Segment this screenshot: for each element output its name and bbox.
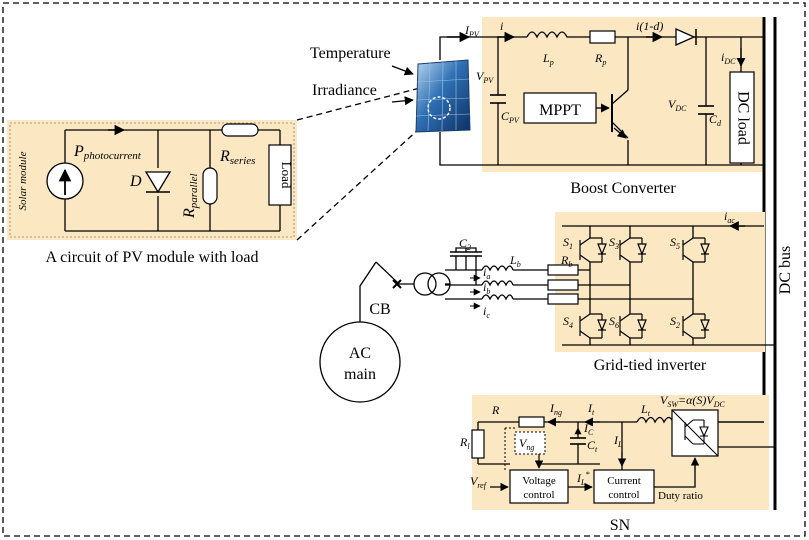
ct-label: Ct bbox=[587, 438, 598, 454]
ic-label: ic bbox=[483, 304, 490, 320]
inductor-lp bbox=[526, 31, 573, 39]
resistor-r bbox=[518, 416, 545, 428]
s1-label: S1 bbox=[563, 235, 573, 251]
s4-label: S4 bbox=[563, 314, 573, 330]
i-label: i bbox=[500, 19, 503, 33]
ipv-label: IPV bbox=[464, 23, 480, 39]
lb-label: Lb bbox=[509, 253, 521, 269]
voltage-control-label-2: control bbox=[523, 489, 554, 501]
vsw-label: VSW=α(S)VDC bbox=[660, 393, 726, 409]
ic-sn-label: IC bbox=[583, 421, 594, 437]
irradiance-label: Irradiance bbox=[312, 82, 377, 99]
cb-cross bbox=[392, 279, 402, 289]
boost-diode bbox=[675, 27, 700, 47]
pv-inset-inner-dash bbox=[9, 122, 295, 238]
d-label: D bbox=[129, 173, 142, 190]
resistor-rb-b bbox=[547, 279, 579, 291]
rp-label: Rp bbox=[594, 51, 606, 67]
voltage-control-block bbox=[509, 469, 569, 504]
temperature-label: Temperature bbox=[310, 45, 391, 62]
current-control-label-2: control bbox=[608, 489, 639, 501]
il-label: IL bbox=[613, 433, 623, 449]
lt-label: Lt bbox=[640, 402, 651, 418]
pv-panel-icon bbox=[415, 59, 471, 133]
pv-load bbox=[268, 144, 292, 206]
duty-ratio-label: Duty ratio bbox=[658, 490, 703, 502]
cb-label: CB bbox=[369, 301, 390, 318]
s3-label: S3 bbox=[609, 235, 619, 251]
dc-load-label: DC load bbox=[734, 91, 751, 145]
resistor-series bbox=[221, 123, 259, 137]
lp-label: Lp bbox=[542, 51, 554, 67]
ib-label: ib bbox=[483, 280, 490, 296]
resistor-rl bbox=[471, 429, 485, 459]
inductor-lb-a bbox=[481, 265, 514, 272]
current-control-block bbox=[593, 469, 655, 504]
cd-label: Cd bbox=[709, 112, 722, 128]
dc-load bbox=[729, 71, 755, 164]
ia-label: ia bbox=[483, 265, 490, 281]
sn-circuit: Voltage control Current control R Rl Ing… bbox=[459, 393, 775, 534]
s6-label: S6 bbox=[609, 314, 619, 330]
r-series-label: Rseries bbox=[219, 148, 255, 167]
inverter-legs bbox=[579, 226, 710, 345]
resistor-rb-a bbox=[547, 264, 579, 276]
vpv-label: VPV bbox=[476, 69, 494, 85]
leader-line-top bbox=[296, 87, 421, 121]
idc-label: iDC bbox=[721, 50, 736, 66]
ac-main-label-2: main bbox=[344, 366, 376, 383]
inductor-lb-b bbox=[481, 280, 514, 287]
sn-caption: SN bbox=[610, 517, 631, 534]
boost-converter: MPPT DC load IPV i Lp Rp i(1-d) VPV CPV … bbox=[439, 17, 765, 197]
s2-label: S2 bbox=[670, 314, 680, 330]
rb-label: Rb bbox=[560, 253, 572, 269]
inverter-caption: Grid-tied inverter bbox=[594, 357, 707, 374]
s5-label: S5 bbox=[670, 235, 680, 251]
leader-line-bottom bbox=[296, 127, 421, 241]
voltage-control-label-1: Voltage bbox=[522, 475, 556, 487]
dc-bus-label: DC bus bbox=[777, 246, 794, 294]
vdc-label: VDC bbox=[668, 97, 687, 113]
resistor-rb-c bbox=[547, 293, 579, 305]
c2-label: C2 bbox=[459, 236, 471, 252]
grid-connection: CB AC main bbox=[319, 261, 451, 403]
ac-main-source bbox=[319, 321, 401, 403]
cpv-label: CPV bbox=[501, 109, 520, 125]
vref-label: Vref bbox=[470, 474, 488, 490]
boost-caption: Boost Converter bbox=[570, 180, 676, 197]
vng-box bbox=[514, 431, 546, 455]
mppt-label: MPPT bbox=[539, 102, 581, 119]
pv-panel-inputs: Temperature Irradiance bbox=[310, 45, 471, 133]
rl-label: Rl bbox=[459, 435, 470, 451]
pv-inset-caption: A circuit of PV module with load bbox=[45, 249, 258, 266]
ac-main-label-1: AC bbox=[349, 345, 371, 362]
inductor-lt bbox=[636, 416, 682, 424]
solar-module-label: Solar module bbox=[17, 151, 29, 210]
grid-tied-inverter: iac S1 S3 S5 S4 S6 S2 C2 Lb Rb ia ib ic … bbox=[445, 209, 775, 374]
transformer-primary bbox=[413, 272, 437, 296]
il-star-label: IL* bbox=[576, 470, 589, 487]
i-1-d-label: i(1-d) bbox=[636, 19, 663, 33]
p-photocurrent-label: Pphotocurrent bbox=[73, 143, 142, 162]
pv-module-inset: Load Solar module Pphotocurrent D Rparal… bbox=[7, 120, 297, 266]
pv-load-label: Load bbox=[279, 162, 294, 189]
r-parallel-label: Rparallel bbox=[181, 173, 200, 219]
ing-label: Ing bbox=[549, 401, 562, 417]
iac-label: iac bbox=[724, 209, 735, 225]
it-label: It bbox=[587, 401, 595, 417]
resistor-parallel bbox=[202, 167, 218, 205]
current-control-label-1: Current bbox=[607, 475, 641, 487]
inductor-lb-c bbox=[481, 294, 514, 301]
inverter-panel bbox=[555, 212, 765, 352]
resistor-rp bbox=[589, 30, 616, 44]
r-label: R bbox=[491, 403, 500, 417]
vng-label: Vng bbox=[519, 436, 534, 452]
diode-d bbox=[144, 168, 172, 196]
